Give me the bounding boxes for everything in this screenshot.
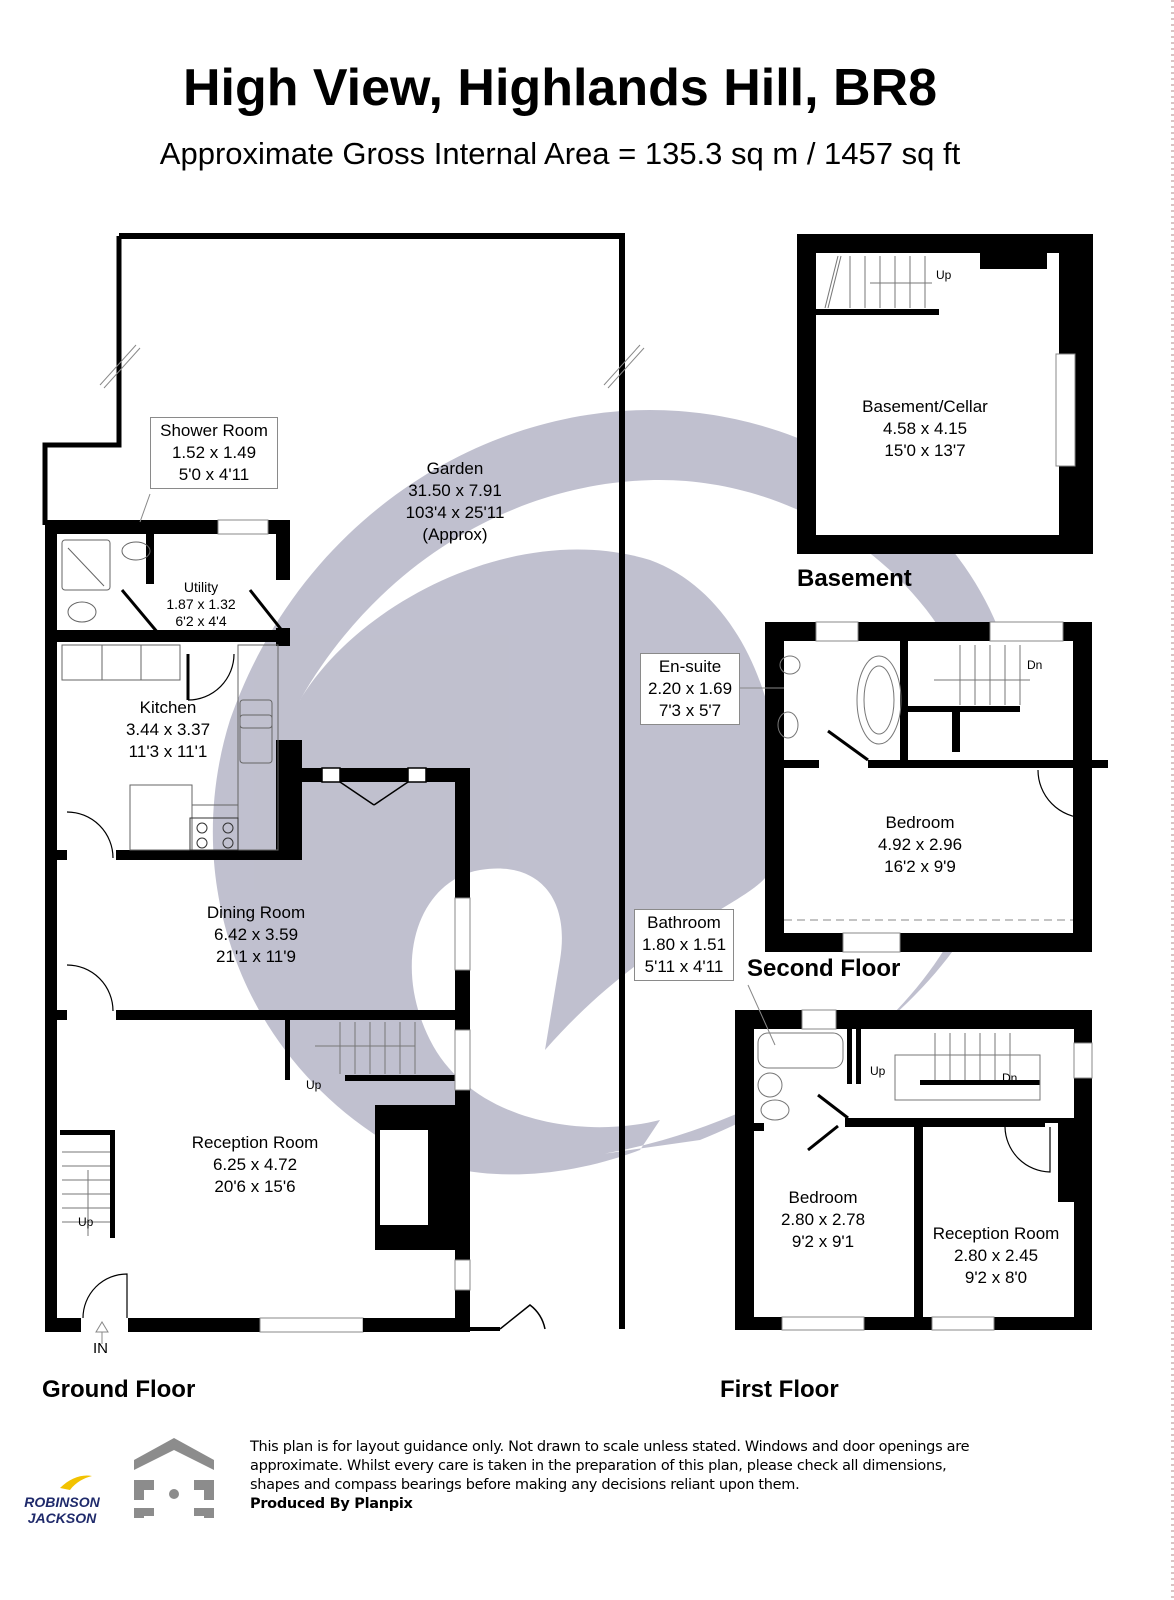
gross-area-subtitle: Approximate Gross Internal Area = 135.3 … [159, 136, 961, 171]
room-name: En-suite [658, 657, 722, 676]
room-imperial: 20'6 x 15'6 [214, 1177, 296, 1196]
room-garden: Garden 31.50 x 7.91 103'4 x 25'11 (Appro… [395, 458, 515, 546]
basement-walls [797, 234, 1093, 554]
room-metric: 31.50 x 7.91 [408, 481, 502, 500]
disclaimer: This plan is for layout guidance only. N… [250, 1438, 990, 1514]
room-metric: 4.58 x 4.15 [882, 419, 968, 438]
room-metric: 4.92 x 2.96 [877, 835, 963, 854]
room-basement-cellar: Basement/Cellar 4.58 x 4.15 15'0 x 13'7 [850, 396, 1000, 462]
room-imperial: 9'2 x 9'1 [791, 1232, 855, 1251]
room-first-reception-room: Reception Room 2.80 x 2.45 9'2 x 8'0 [922, 1223, 1070, 1289]
room-name: Shower Room [160, 421, 268, 440]
floor-label-ground: Ground Floor [42, 1376, 196, 1403]
room-utility: Utility 1.87 x 1.32 6'2 x 4'4 [156, 579, 246, 630]
room-imperial: 11'3 x 11'1 [128, 742, 208, 761]
room-bathroom-callout: Bathroom 1.80 x 1.51 5'11 x 4'11 [634, 909, 734, 981]
room-name: Reception Room [191, 1133, 319, 1152]
room-name: Utility [183, 579, 219, 595]
stair-up-label: Up [870, 1064, 886, 1078]
first-floor-walls [735, 984, 1093, 1331]
room-metric: 3.44 x 3.37 [125, 720, 211, 739]
floor-label-second: Second Floor [747, 955, 901, 982]
room-metric: 2.80 x 2.78 [780, 1210, 866, 1229]
room-imperial: 21'1 x 11'9 [216, 947, 296, 966]
room-metric: 6.25 x 4.72 [212, 1155, 298, 1174]
stair-up-label: Up [936, 268, 952, 282]
room-name: Kitchen [139, 698, 197, 717]
stair-up-label: Up [78, 1215, 94, 1229]
room-imperial: 5'0 x 4'11 [178, 465, 250, 484]
room-name: Reception Room [932, 1224, 1060, 1243]
room-imperial: 7'3 x 5'7 [658, 701, 722, 720]
room-name: Bedroom [885, 813, 955, 832]
planpix-logo-icon [134, 1438, 214, 1518]
stair-up-label: Up [306, 1078, 322, 1092]
robinson-jackson-logo: ROBINSON JACKSON [22, 1494, 102, 1526]
stair-down-label: Dn [1027, 658, 1043, 672]
room-reception-room: Reception Room 6.25 x 4.72 20'6 x 15'6 [175, 1132, 335, 1198]
room-note: (Approx) [422, 525, 488, 544]
room-kitchen: Kitchen 3.44 x 3.37 11'3 x 11'1 [108, 697, 228, 763]
room-imperial: 16'2 x 9'9 [884, 857, 956, 876]
produced-by: Produced By Planpix [250, 1496, 413, 1512]
entrance-label: IN [93, 1340, 108, 1357]
ground-floor-walls [42, 233, 645, 1344]
room-dining-room: Dining Room 6.42 x 3.59 21'1 x 11'9 [186, 902, 326, 968]
robinson-jackson-swoosh-icon [60, 1475, 92, 1490]
room-imperial: 103'4 x 25'11 [405, 503, 505, 522]
room-name: Bedroom [788, 1188, 858, 1207]
floor-label-basement: Basement [797, 565, 912, 592]
room-imperial: 9'2 x 8'0 [964, 1268, 1028, 1287]
room-second-bedroom: Bedroom 4.92 x 2.96 16'2 x 9'9 [860, 812, 980, 878]
floor-label-first: First Floor [720, 1376, 839, 1403]
brand-line-1: ROBINSON [24, 1494, 100, 1510]
room-shower-room-callout: Shower Room 1.52 x 1.49 5'0 x 4'11 [150, 417, 278, 489]
room-metric: 2.20 x 1.69 [647, 679, 733, 698]
room-metric: 1.80 x 1.51 [641, 935, 727, 954]
room-metric: 1.87 x 1.32 [166, 596, 236, 612]
brand-line-2: JACKSON [27, 1510, 97, 1526]
second-floor-walls [640, 621, 1108, 953]
disclaimer-text: This plan is for layout guidance only. N… [250, 1439, 970, 1493]
page-edge-perforation [1171, 0, 1174, 1600]
room-metric: 1.52 x 1.49 [171, 443, 257, 462]
room-metric: 2.80 x 2.45 [953, 1246, 1039, 1265]
room-imperial: 5'11 x 4'11 [644, 957, 724, 976]
room-en-suite-callout: En-suite 2.20 x 1.69 7'3 x 5'7 [640, 653, 740, 725]
room-metric: 6.42 x 3.59 [213, 925, 299, 944]
room-imperial: 6'2 x 4'4 [175, 613, 227, 629]
room-name: Dining Room [206, 903, 306, 922]
room-name: Bathroom [647, 913, 721, 932]
room-name: Basement/Cellar [862, 397, 988, 416]
room-first-bedroom: Bedroom 2.80 x 2.78 9'2 x 9'1 [768, 1187, 878, 1253]
room-imperial: 15'0 x 13'7 [884, 441, 966, 460]
room-name: Garden [426, 459, 484, 478]
page-title: High View, Highlands Hill, BR8 [182, 59, 938, 117]
stair-down-label: Dn [1002, 1071, 1018, 1085]
